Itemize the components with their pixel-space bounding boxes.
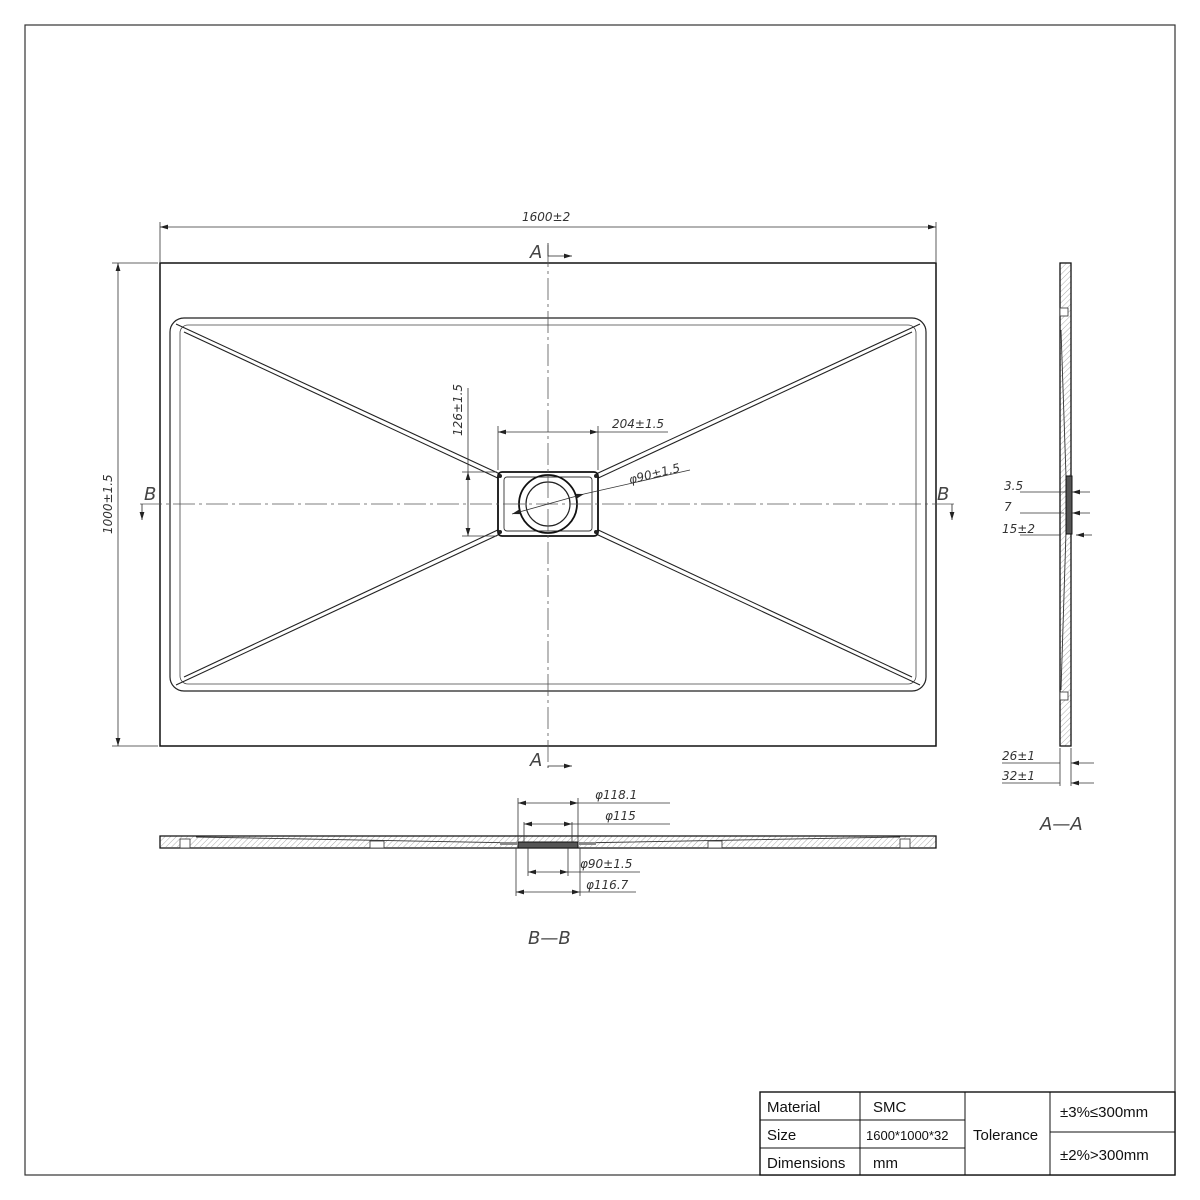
drain-diameter-dimension: φ90±1.5 [627, 461, 681, 487]
slope-ridges [175, 323, 921, 686]
drain-height-dimension: 126±1.5 [451, 384, 465, 436]
section-bb-title: B—B [528, 928, 571, 949]
aa-dim-3: 26±1 [1002, 749, 1035, 763]
section-b-right-label: B [937, 484, 949, 505]
aa-dim-0: 3.5 [1004, 479, 1023, 493]
plan-view: A A B B 1600±2 1000±1.5 204±1.5 126±1.5 … [101, 210, 955, 771]
bb-dim-0: φ118.1 [595, 788, 637, 802]
aa-dim-2: 15±2 [1002, 522, 1035, 536]
drain-section [517, 841, 579, 849]
title-block: Material SMC Size 1600*1000*32 Dimension… [759, 1091, 1176, 1176]
drawing-border [24, 24, 1176, 1176]
drain-section-aa [1065, 475, 1073, 535]
material-label: Material [767, 1099, 820, 1116]
dimensions-label: Dimensions [767, 1155, 845, 1172]
dimensions-value: mm [873, 1155, 898, 1172]
size-value: 1600*1000*32 [866, 1128, 948, 1143]
tolerance-1: ±3%≤300mm [1060, 1104, 1148, 1121]
section-a-bottom-label: A [529, 750, 542, 771]
tolerance-2: ±2%>300mm [1060, 1147, 1149, 1164]
section-aa: 3.5 7 15±2 26±1 32±1 A—A [1002, 262, 1094, 835]
width-dimension: 1600±2 [522, 210, 570, 224]
drain-width-dimension: 204±1.5 [612, 417, 664, 431]
bb-dim-3: φ116.7 [586, 878, 629, 892]
material-value: SMC [873, 1099, 907, 1116]
bb-dim-1: φ115 [605, 809, 636, 823]
bb-dim-2: φ90±1.5 [580, 857, 632, 871]
aa-dim-4: 32±1 [1002, 769, 1035, 783]
section-a-top-label: A [529, 242, 542, 263]
section-bb: φ118.1 φ115 φ90±1.5 φ116.7 B—B [159, 788, 937, 949]
tolerance-label: Tolerance [973, 1127, 1038, 1144]
size-label: Size [767, 1127, 796, 1144]
section-aa-title: A—A [1039, 814, 1083, 835]
height-dimension: 1000±1.5 [101, 474, 115, 534]
section-b-left-label: B [144, 484, 156, 505]
aa-dim-1: 7 [1004, 500, 1012, 514]
